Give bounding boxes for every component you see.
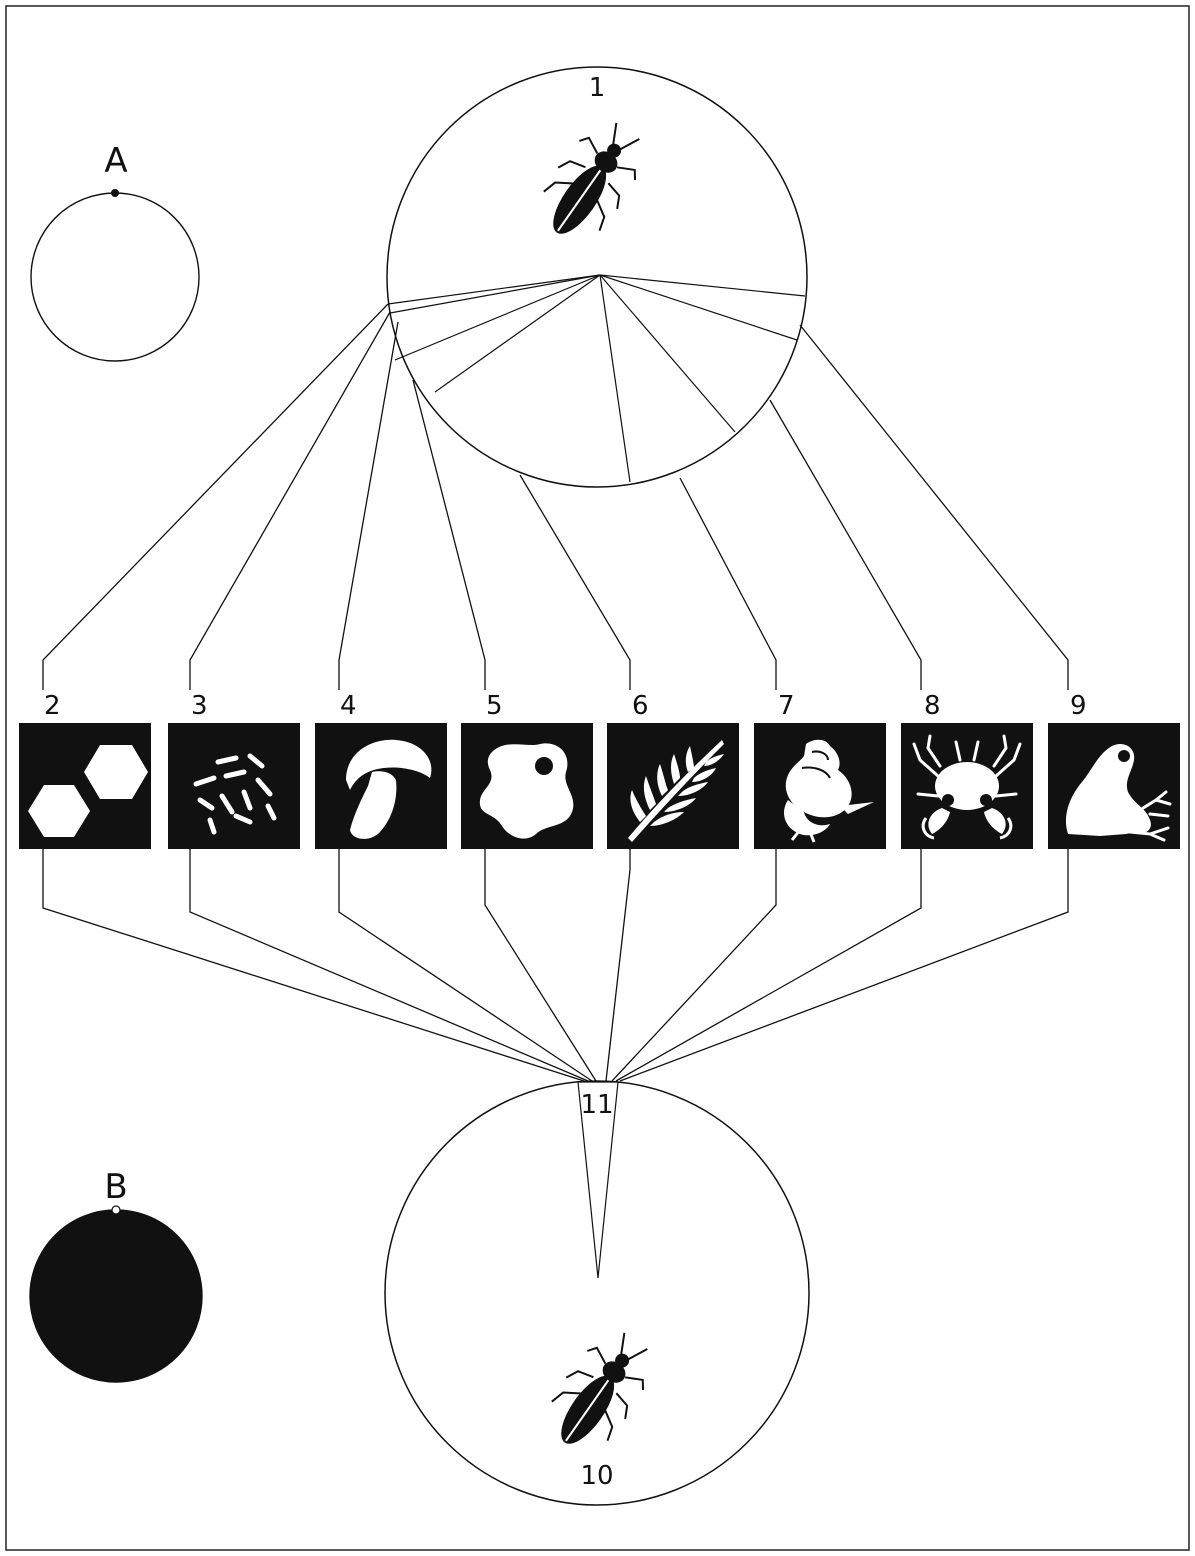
tile-number: 7 [778,691,795,721]
legend-b-label: B [104,1167,127,1207]
bottom-circle-label: 10 [580,1461,613,1491]
legend-b: B [29,1167,203,1383]
tile-6: 6 [607,691,739,849]
hexagons-icon [28,745,148,837]
legend-a-label: A [104,141,127,181]
tile-number: 4 [340,691,357,721]
tile-number: 3 [191,691,208,721]
tile-5: 5 [461,691,593,849]
mushroom-icon [346,739,432,839]
lower-connection-lines [42,849,1069,1082]
top-circle-label: 1 [589,73,606,103]
top-circle-segments [387,274,806,483]
tile-3: 3 [168,691,300,849]
convergence-label: 11 [580,1090,613,1120]
tile-number: 2 [44,691,61,721]
frog-icon [1065,743,1172,842]
legend-a: A [30,141,200,362]
legend-b-marker [111,1205,121,1215]
top-circle: 1 [386,66,808,488]
tile-number: 8 [924,691,941,721]
legend-b-filled-circle [29,1209,203,1383]
crab-icon [912,734,1022,840]
bottom-circle: 11 10 [384,1080,810,1506]
tile-7: 7 [754,691,886,849]
beetle-icon-bottom [534,1319,667,1465]
tile-4: 4 [315,691,447,849]
tile-number: 5 [486,691,503,721]
tile-number: 6 [632,691,649,721]
legend-a-marker [111,189,119,197]
snail-icon [784,739,874,843]
tile-2: 2 [19,691,151,849]
bottom-circle-outline [384,1080,810,1506]
tile-number: 9 [1070,691,1087,721]
tiles-row: 2 3 [19,691,1180,849]
tile-9: 9 [1048,691,1180,849]
fern-leaf-icon [628,740,724,842]
page-frame [5,5,1190,1551]
bacteria-rods-icon [193,753,277,835]
tile-8: 8 [901,691,1033,849]
upper-connection-lines [42,303,1069,690]
convergence-wedge [577,1081,619,1279]
legend-a-open-circle [30,192,200,362]
amoeba-icon [479,743,574,839]
